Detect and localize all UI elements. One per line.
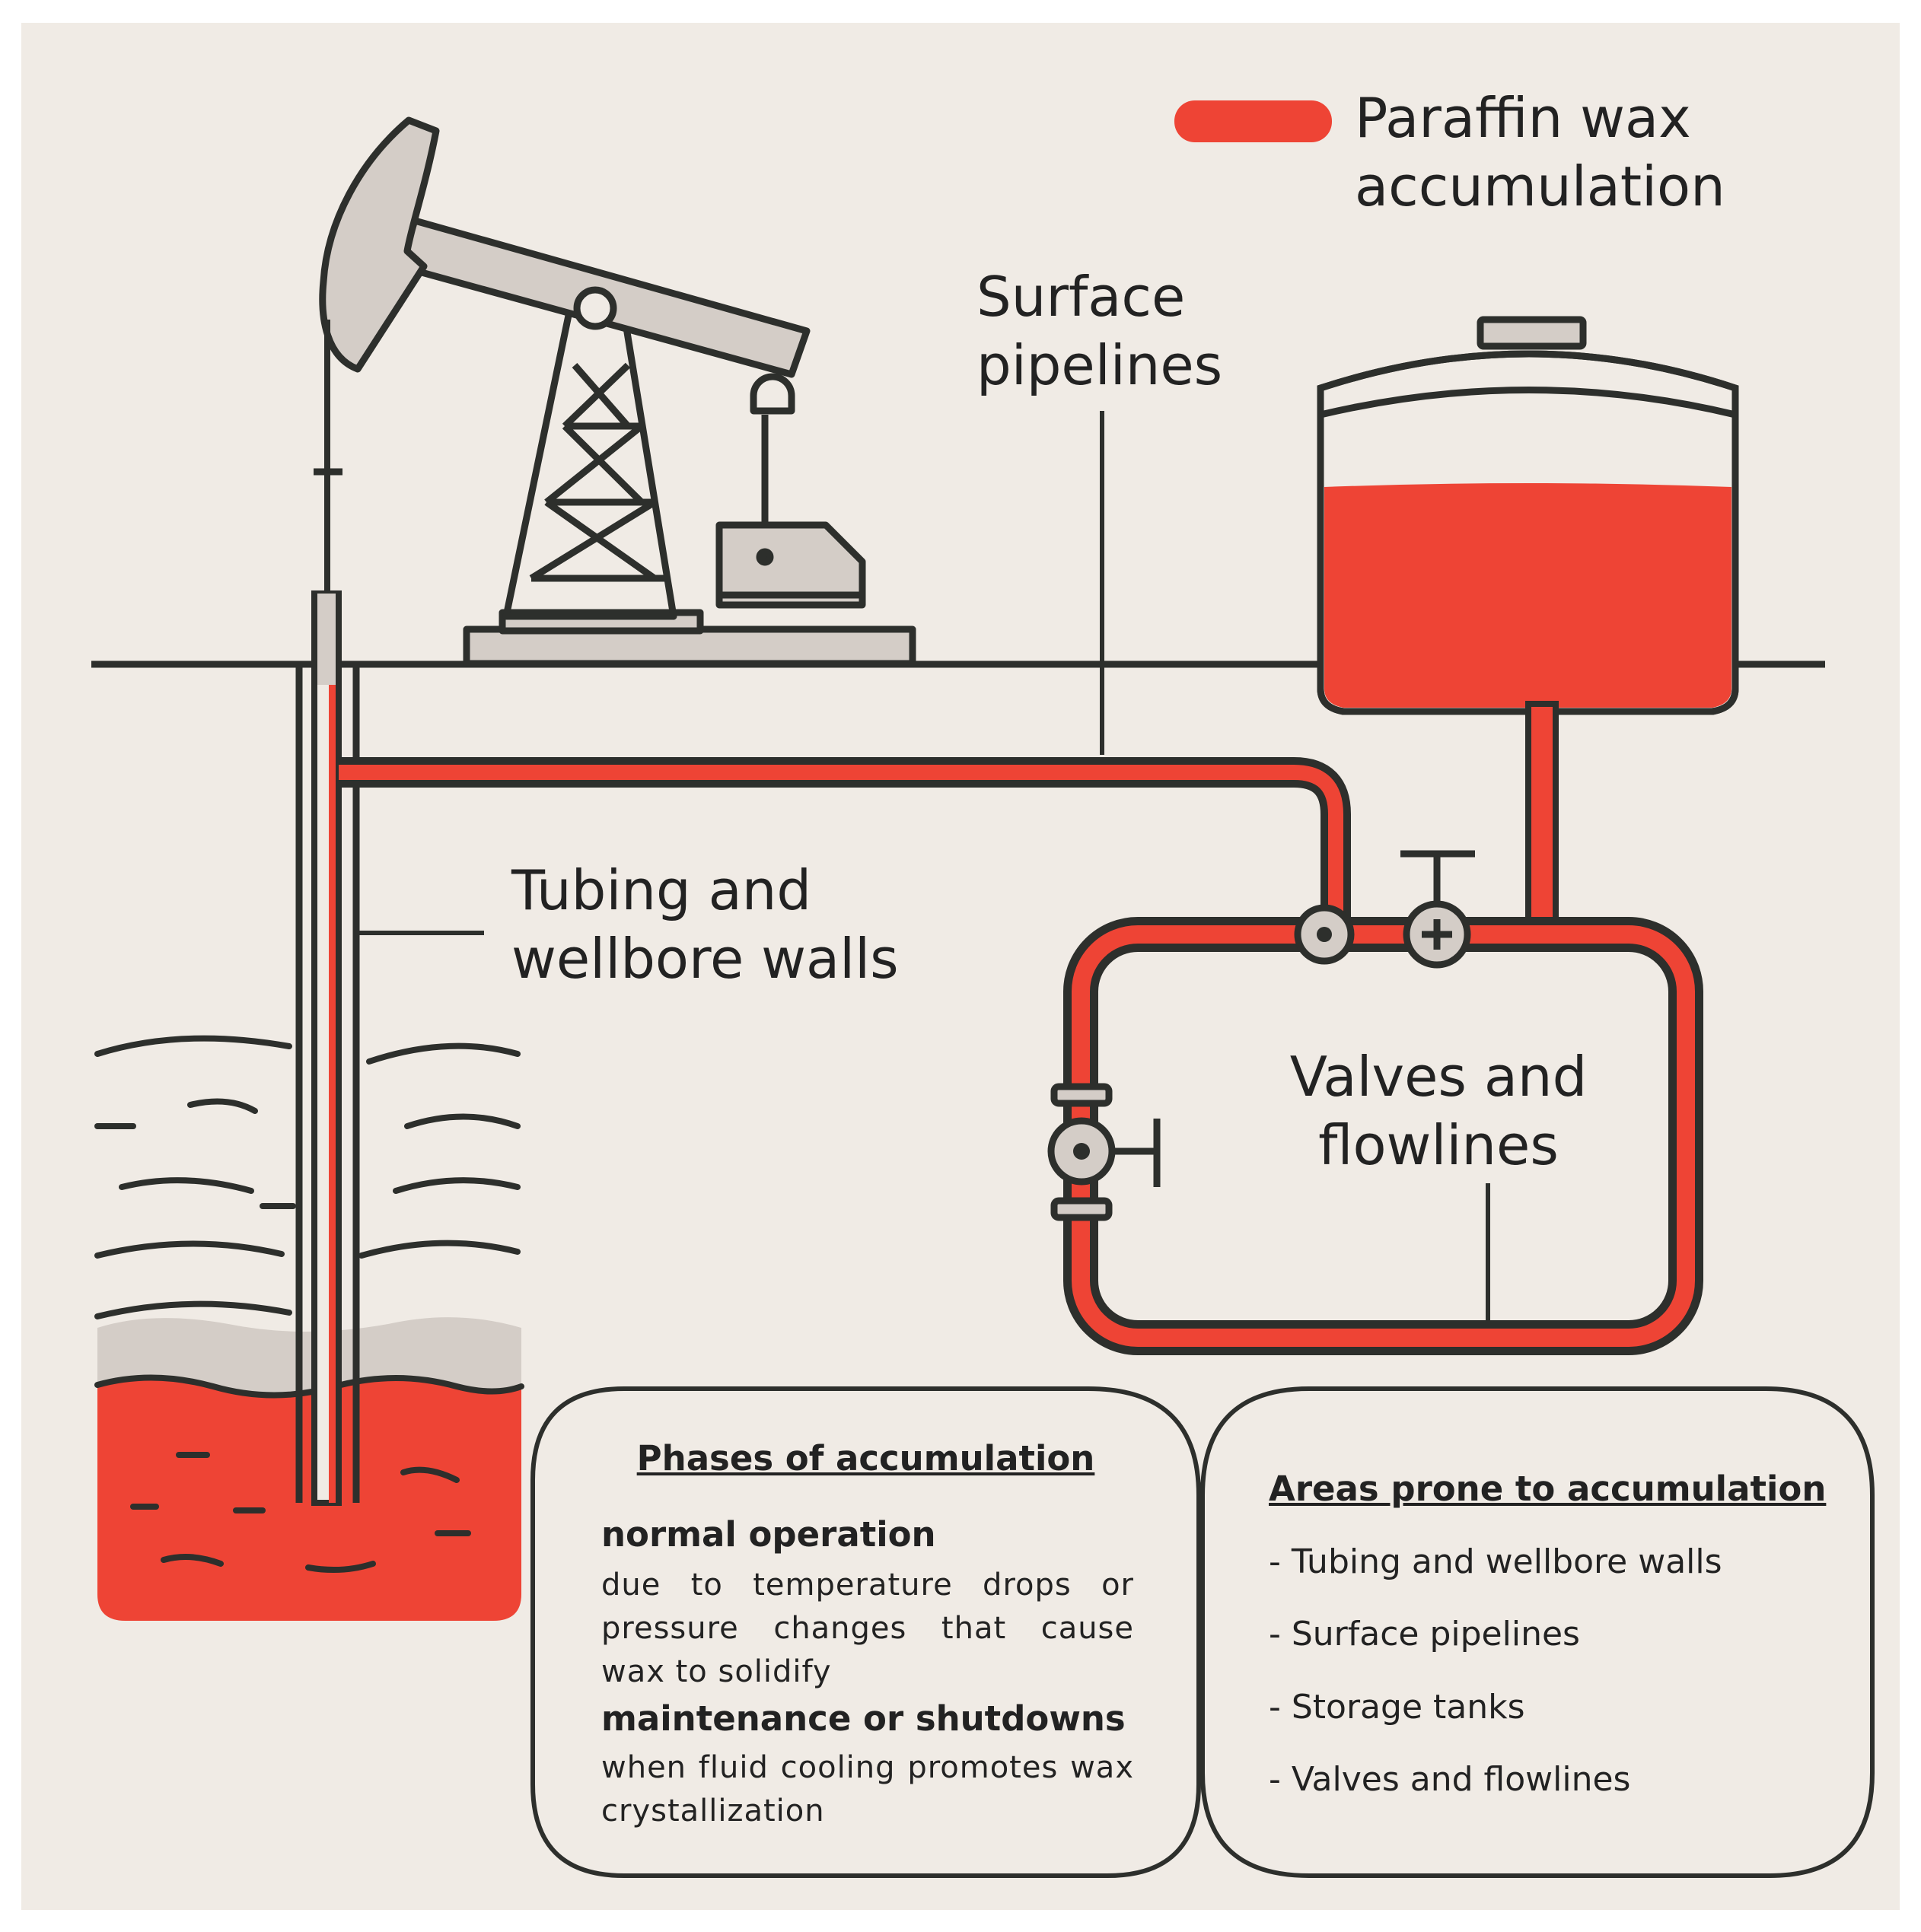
area-item: - Storage tanks [1269,1688,1525,1727]
areas-box-frame [1200,1386,1875,1878]
label-surface-pipelines: Surface pipelines [976,265,1223,397]
wellbore [295,590,360,1506]
label-valves-flowlines: Valves and flowlines [1289,1045,1588,1177]
storage-tank [1317,316,1739,715]
label-tubing-walls: Tubing and wellbore walls [511,858,899,991]
area-item: - Tubing and wellbore walls [1269,1542,1722,1581]
phase-description: when fluid cooling promotes wax crystall… [601,1750,1134,1829]
pump-jack-base [463,625,916,667]
legend-label: Paraffin wax accumulation [1355,86,1725,218]
pivot-bearing [573,286,617,330]
legend-wax-swatch [1174,100,1332,142]
tank-wax-fill [1324,483,1731,708]
valve-left [1047,1083,1161,1221]
phases-title: Phases of accumulation [636,1438,1095,1478]
area-item: - Valves and flowlines [1269,1760,1631,1799]
reservoir-oil [97,1377,521,1621]
area-item: - Surface pipelines [1269,1615,1580,1653]
phases-box-frame [530,1386,1201,1878]
areas-title: Areas prone to accumulation [1269,1469,1827,1509]
phase-heading: normal operation [601,1514,936,1555]
valve-top-right [1400,850,1475,969]
pump-jack [319,116,916,667]
phase-heading: maintenance or shutdowns [601,1698,1126,1739]
reservoir [94,1035,524,1621]
valve-top-left [1294,904,1355,965]
phase-description: due to temperature drops or pressure cha… [601,1568,1134,1689]
